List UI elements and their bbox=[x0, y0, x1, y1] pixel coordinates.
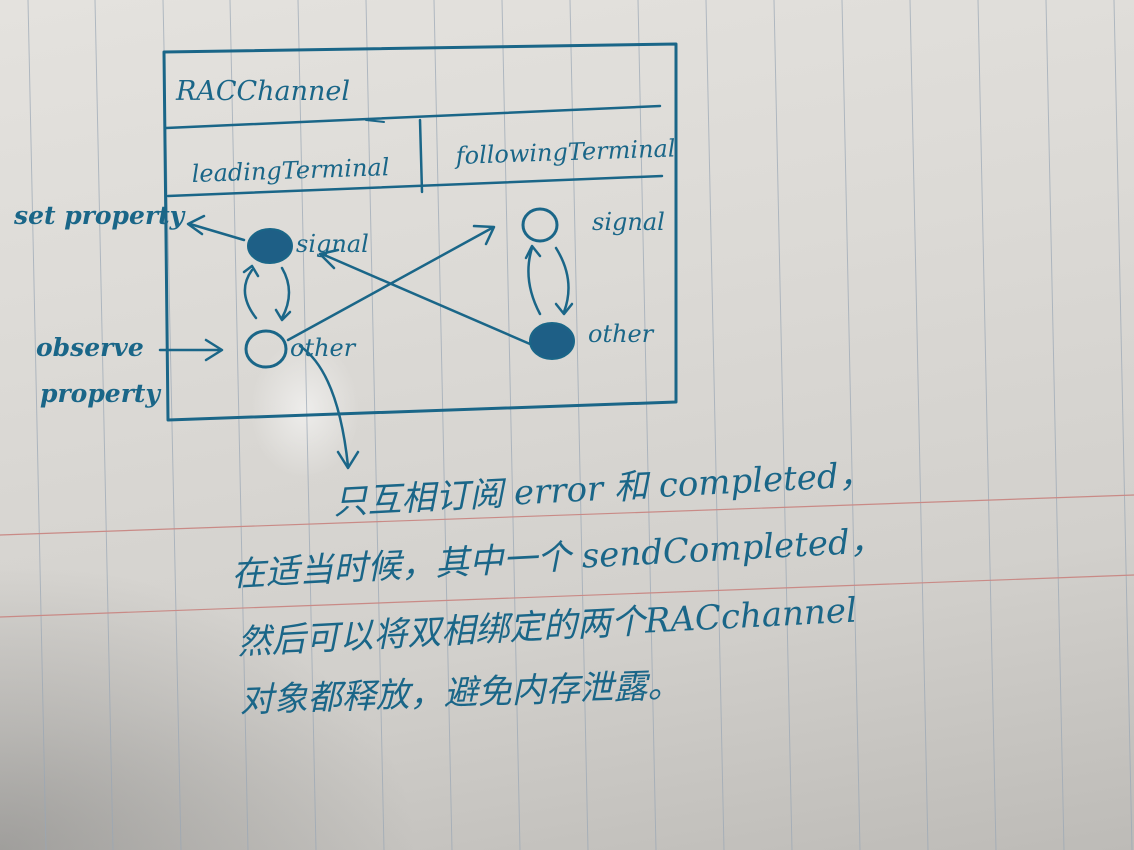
vertical-rule-2 bbox=[94, 0, 114, 850]
property-label: property bbox=[40, 379, 161, 408]
note-line-3: 然后可以将双相绑定的两个RACchannel bbox=[236, 591, 857, 663]
note-line-4: 对象都释放，避免内存泄露。 bbox=[239, 666, 682, 721]
following-terminal-label: followingTerminal bbox=[453, 134, 676, 170]
vertical-rule-10 bbox=[637, 0, 657, 850]
vertical-rule-13 bbox=[841, 0, 861, 850]
vertical-rule-11 bbox=[705, 0, 725, 850]
vertical-rule-5 bbox=[297, 0, 317, 850]
leading-terminal-label: leadingTerminal bbox=[191, 153, 390, 188]
box-title: RACChannel bbox=[175, 76, 350, 107]
set-property-arrow bbox=[186, 214, 246, 242]
leading-cycle-arrows bbox=[242, 264, 292, 322]
following-cycle-arrows bbox=[524, 244, 574, 316]
vertical-rule-9 bbox=[569, 0, 589, 850]
leading-signal-node bbox=[247, 228, 293, 264]
vertical-rule-14 bbox=[909, 0, 929, 850]
vertical-rule-8 bbox=[501, 0, 521, 850]
vertical-rule-1 bbox=[27, 0, 47, 850]
note-arrow bbox=[298, 344, 360, 470]
horizontal-rules bbox=[0, 494, 1134, 618]
vertical-rule-12 bbox=[773, 0, 793, 850]
vertical-rule-16 bbox=[1045, 0, 1065, 850]
leading-signal-label: signal bbox=[296, 230, 369, 258]
following-other-label: other bbox=[588, 320, 655, 348]
set-property-label: set property bbox=[13, 201, 186, 230]
photo-shadow bbox=[0, 560, 420, 850]
following-other-node bbox=[529, 322, 575, 360]
racchannel-box bbox=[162, 42, 678, 422]
observe-arrow bbox=[158, 338, 224, 362]
pink-rule-1 bbox=[0, 494, 1134, 536]
vertical-rules bbox=[27, 0, 1133, 850]
vertical-rule-7 bbox=[433, 0, 453, 850]
following-signal-node bbox=[521, 207, 559, 243]
leading-other-label: other bbox=[290, 334, 357, 362]
vertical-rule-6 bbox=[365, 0, 385, 850]
cross-arrows bbox=[286, 224, 532, 346]
following-signal-label: signal bbox=[592, 208, 665, 236]
observe-label: observe bbox=[36, 333, 144, 362]
pink-rule-2 bbox=[0, 574, 1134, 618]
vertical-rule-17 bbox=[1113, 0, 1133, 850]
note-line-1: 只互相订阅 error 和 completed， bbox=[332, 455, 873, 523]
vertical-rule-15 bbox=[977, 0, 997, 850]
vertical-rule-4 bbox=[229, 0, 249, 850]
leading-other-node bbox=[244, 329, 288, 369]
